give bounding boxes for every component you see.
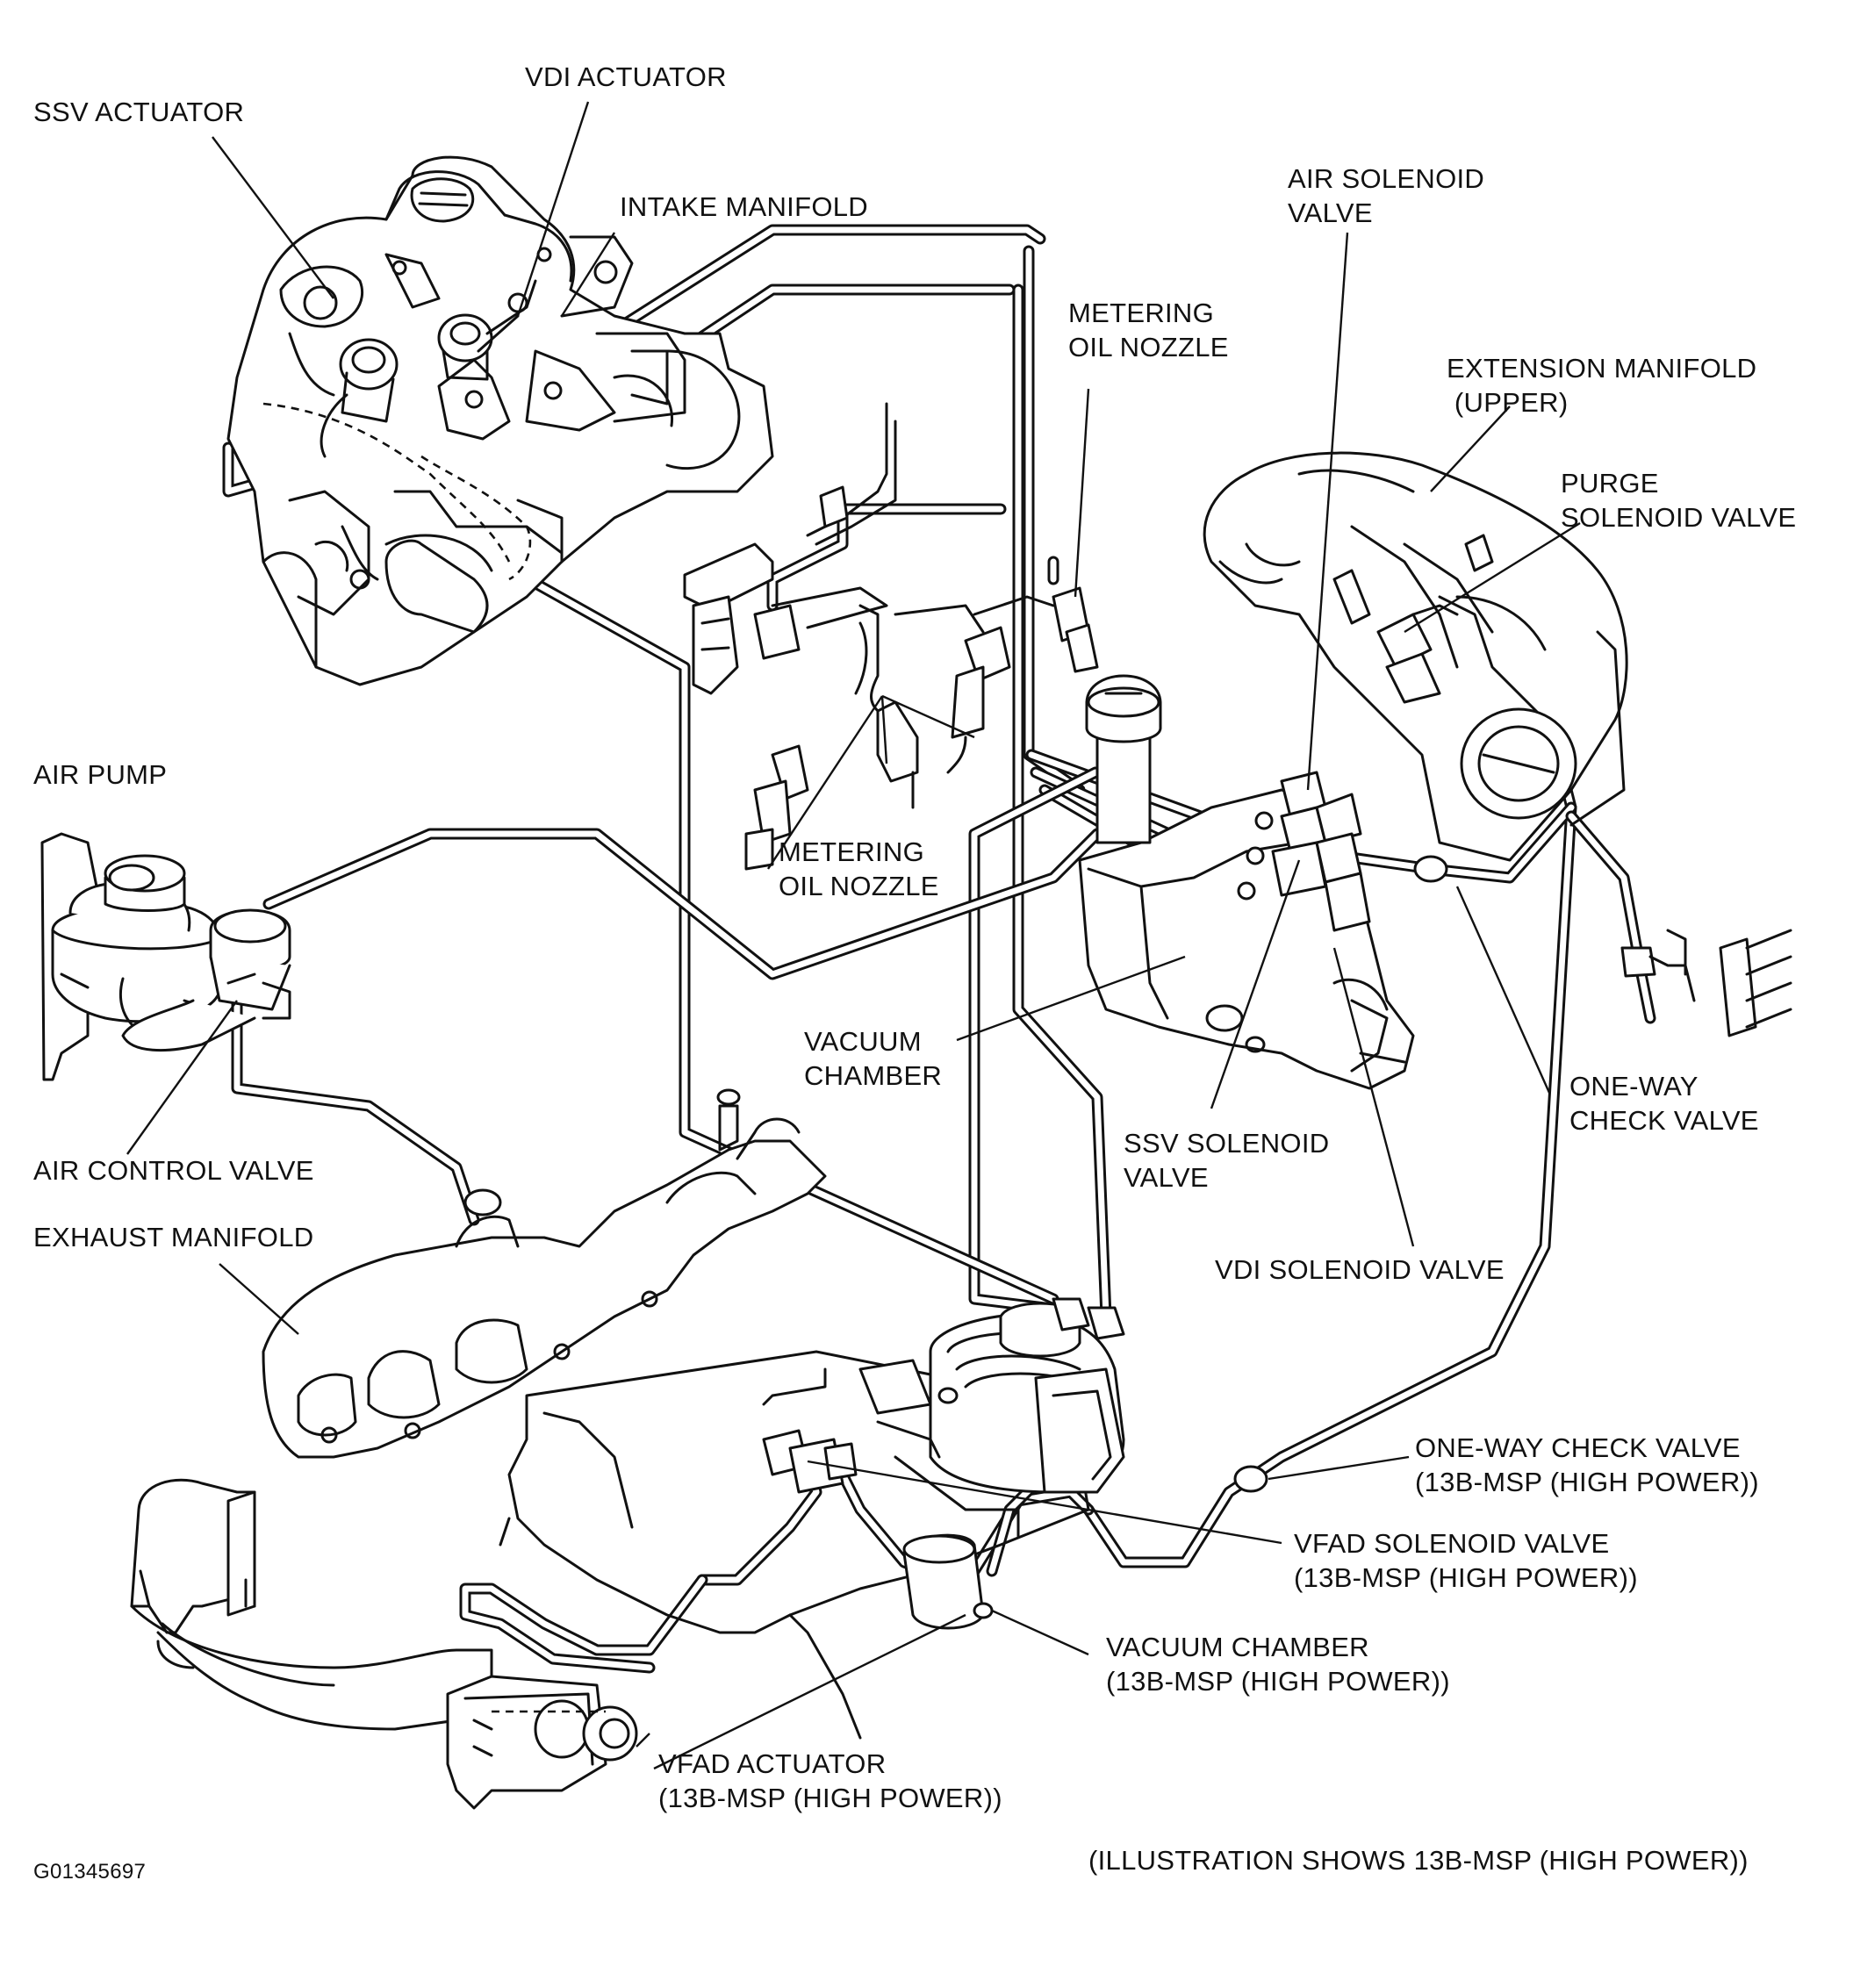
label-air-pump: AIR PUMP bbox=[33, 759, 168, 790]
metering-oil-nozzle-drawing bbox=[683, 402, 1099, 871]
ssv-actuator-drawing bbox=[320, 338, 399, 458]
air-control-valve-drawing bbox=[121, 908, 291, 1051]
vfad-solenoid-valve-drawing bbox=[762, 1429, 858, 1494]
label-extension-manifold-upper: EXTENSION MANIFOLD (UPPER) bbox=[1447, 353, 1757, 418]
vacuum-chamber-hp-drawing bbox=[902, 1533, 994, 1630]
label-vfad-actuator-hp: VFAD ACTUATOR (13B-MSP (HIGH POWER)) bbox=[658, 1748, 1002, 1813]
one-way-check-valve-hp-drawing bbox=[1233, 1465, 1268, 1493]
label-intake-manifold: INTAKE MANIFOLD bbox=[620, 191, 868, 222]
air-pump-drawing bbox=[40, 832, 221, 1081]
label-metering-oil-nozzle-mid: METERING OIL NOZZLE bbox=[779, 836, 939, 901]
purge-solenoid-valve-drawing bbox=[1376, 604, 1459, 704]
label-vacuum-chamber: VACUUM CHAMBER bbox=[804, 1026, 943, 1091]
intake-manifold-drawing bbox=[226, 155, 774, 686]
oil-filler-drawing bbox=[1085, 674, 1162, 844]
label-ssv-actuator: SSV ACTUATOR bbox=[33, 97, 245, 127]
label-one-way-check-valve: ONE-WAY CHECK VALVE bbox=[1569, 1071, 1759, 1136]
label-air-solenoid-valve: AIR SOLENOID VALVE bbox=[1288, 163, 1485, 228]
illustration-note: (ILLUSTRATION SHOWS 13B-MSP (HIGH POWER)… bbox=[1088, 1845, 1749, 1876]
exhaust-manifold-drawing bbox=[262, 1088, 827, 1459]
vdi-actuator-drawing bbox=[437, 279, 537, 381]
label-vfad-solenoid-valve-hp: VFAD SOLENOID VALVE (13B-MSP (HIGH POWER… bbox=[1294, 1528, 1638, 1593]
one-way-check-valve-drawing bbox=[1413, 855, 1792, 1037]
label-vdi-solenoid-valve: VDI SOLENOID VALVE bbox=[1215, 1254, 1505, 1285]
label-air-control-valve: AIR CONTROL VALVE bbox=[33, 1155, 314, 1186]
label-ssv-solenoid-valve: SSV SOLENOID VALVE bbox=[1124, 1128, 1330, 1193]
air-intake-duct-drawing bbox=[130, 1478, 493, 1731]
label-one-way-check-valve-hp: ONE-WAY CHECK VALVE (13B-MSP (HIGH POWER… bbox=[1415, 1432, 1759, 1497]
figure-code: G01345697 bbox=[33, 1860, 147, 1884]
throttle-body-drawing bbox=[858, 1297, 1125, 1494]
label-vdi-actuator: VDI ACTUATOR bbox=[525, 61, 727, 92]
leader-lines bbox=[126, 101, 1581, 1770]
label-exhaust-manifold: EXHAUST MANIFOLD bbox=[33, 1222, 314, 1252]
vfad-actuator-drawing bbox=[446, 1675, 638, 1810]
label-purge-solenoid-valve: PURGE SOLENOID VALVE bbox=[1561, 468, 1797, 533]
solenoid-valve-cluster-drawing bbox=[1237, 771, 1371, 932]
label-metering-oil-nozzle-top: METERING OIL NOZZLE bbox=[1068, 298, 1229, 362]
label-vacuum-chamber-hp: VACUUM CHAMBER (13B-MSP (HIGH POWER)) bbox=[1106, 1632, 1450, 1697]
